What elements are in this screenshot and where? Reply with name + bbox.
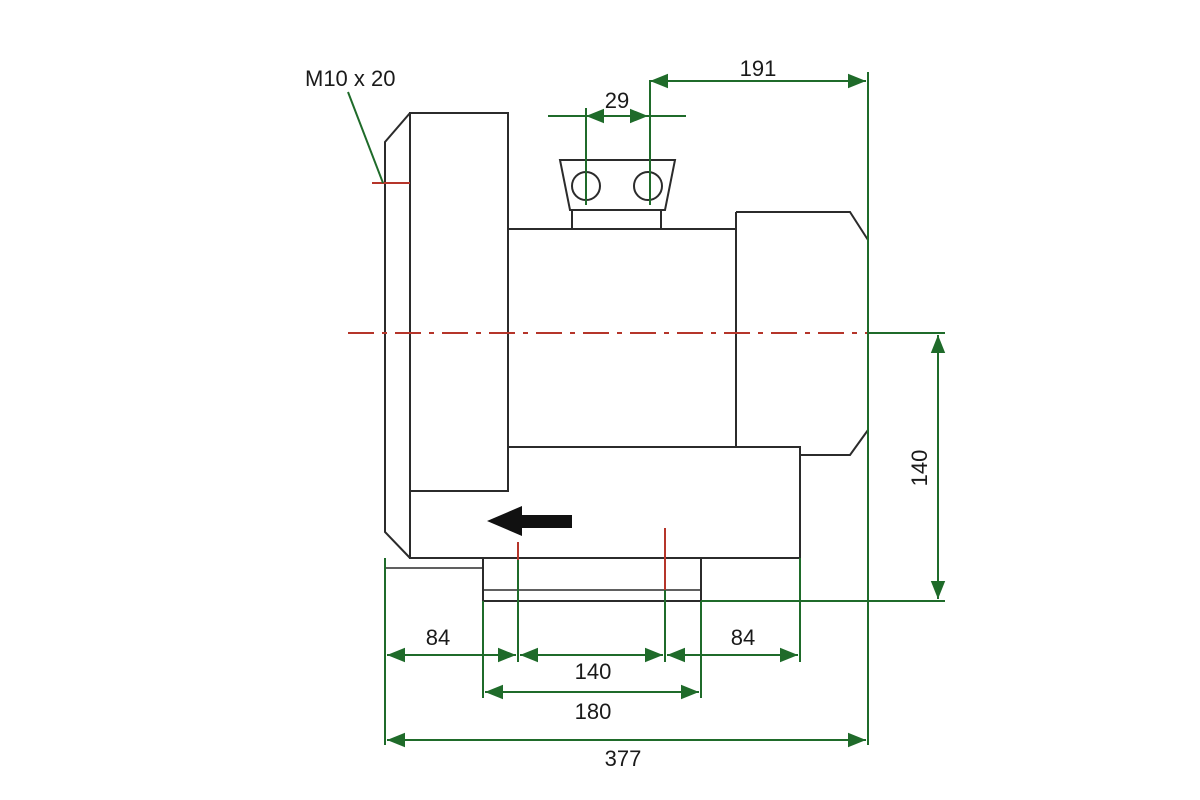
dim-84-left-label: 84 bbox=[426, 625, 450, 650]
terminal-box-base bbox=[571, 209, 662, 230]
callout-leader bbox=[347, 91, 384, 184]
dim-377-label: 377 bbox=[605, 746, 642, 771]
dimension-labels: M10 x 20 191 29 140 84 140 84 180 377 bbox=[305, 56, 932, 771]
blower-outline bbox=[384, 112, 869, 602]
fan-cover bbox=[736, 211, 869, 456]
motor-body bbox=[507, 228, 737, 448]
housing-flange bbox=[384, 112, 411, 559]
arrow-left-icon bbox=[487, 506, 572, 536]
center-lines bbox=[348, 182, 920, 590]
dim-84-right-label: 84 bbox=[731, 625, 755, 650]
dim-191-label: 191 bbox=[740, 56, 777, 81]
impeller-housing bbox=[409, 112, 509, 492]
dim-29-label: 29 bbox=[605, 88, 629, 113]
dim-180-label: 180 bbox=[575, 699, 612, 724]
dimension-lines bbox=[347, 72, 946, 748]
terminal-box bbox=[558, 159, 677, 211]
dim-140-label: 140 bbox=[575, 659, 612, 684]
dim-140-vertical-label: 140 bbox=[907, 450, 932, 487]
port-right bbox=[633, 171, 663, 201]
callout-thread-label: M10 x 20 bbox=[305, 66, 396, 91]
mounting-foot bbox=[482, 557, 702, 602]
silencer-body bbox=[409, 446, 801, 559]
